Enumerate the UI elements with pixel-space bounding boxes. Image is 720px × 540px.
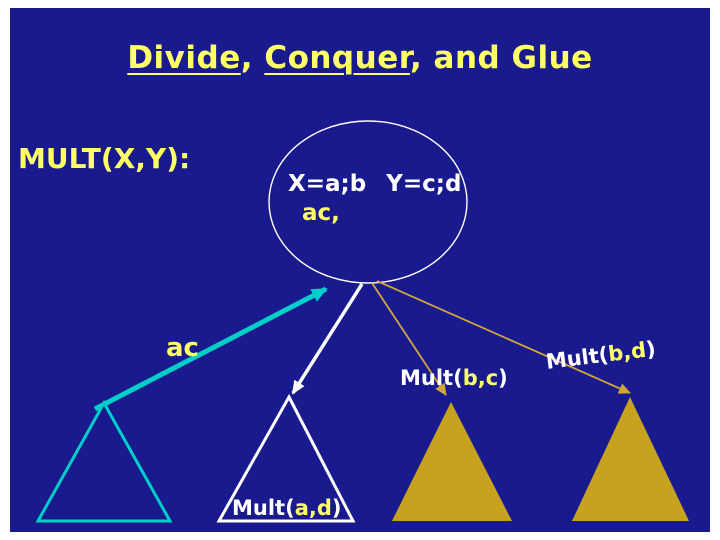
ac-edge-label: ac	[166, 333, 199, 363]
ellipse-split-line: X=a;b Y=c;d	[288, 170, 461, 199]
mult-ad-args: a,d	[294, 496, 332, 520]
mult-xy-label: MULT(X,Y):	[18, 142, 191, 175]
mult-bd-args: b,d	[606, 337, 648, 367]
split-y: Y=c;d	[386, 171, 462, 197]
title-word-divide: Divide	[127, 40, 241, 76]
title-word-conquer: Conquer	[264, 40, 410, 76]
mult-bc-prefix: Mult(	[400, 366, 463, 390]
ellipse-product-ac: ac,	[302, 200, 340, 226]
mult-bc-suffix: )	[498, 366, 508, 390]
mult-bc-label: Mult(b,c)	[400, 366, 508, 390]
split-x: X=a;b	[288, 171, 367, 197]
mult-ad-label: Mult(a,d)	[232, 496, 341, 520]
slide-background	[10, 8, 710, 532]
title-separator: ,	[240, 40, 265, 76]
mult-ad-prefix: Mult(	[232, 496, 295, 520]
mult-bc-args: b,c	[462, 366, 499, 390]
mult-ad-suffix: )	[331, 496, 342, 520]
title-tail: , and Glue	[409, 40, 593, 76]
ellipse-text-block: X=a;b Y=c;d ac,	[288, 170, 461, 228]
slide-title: Divide, Conquer, and Glue	[0, 40, 720, 76]
